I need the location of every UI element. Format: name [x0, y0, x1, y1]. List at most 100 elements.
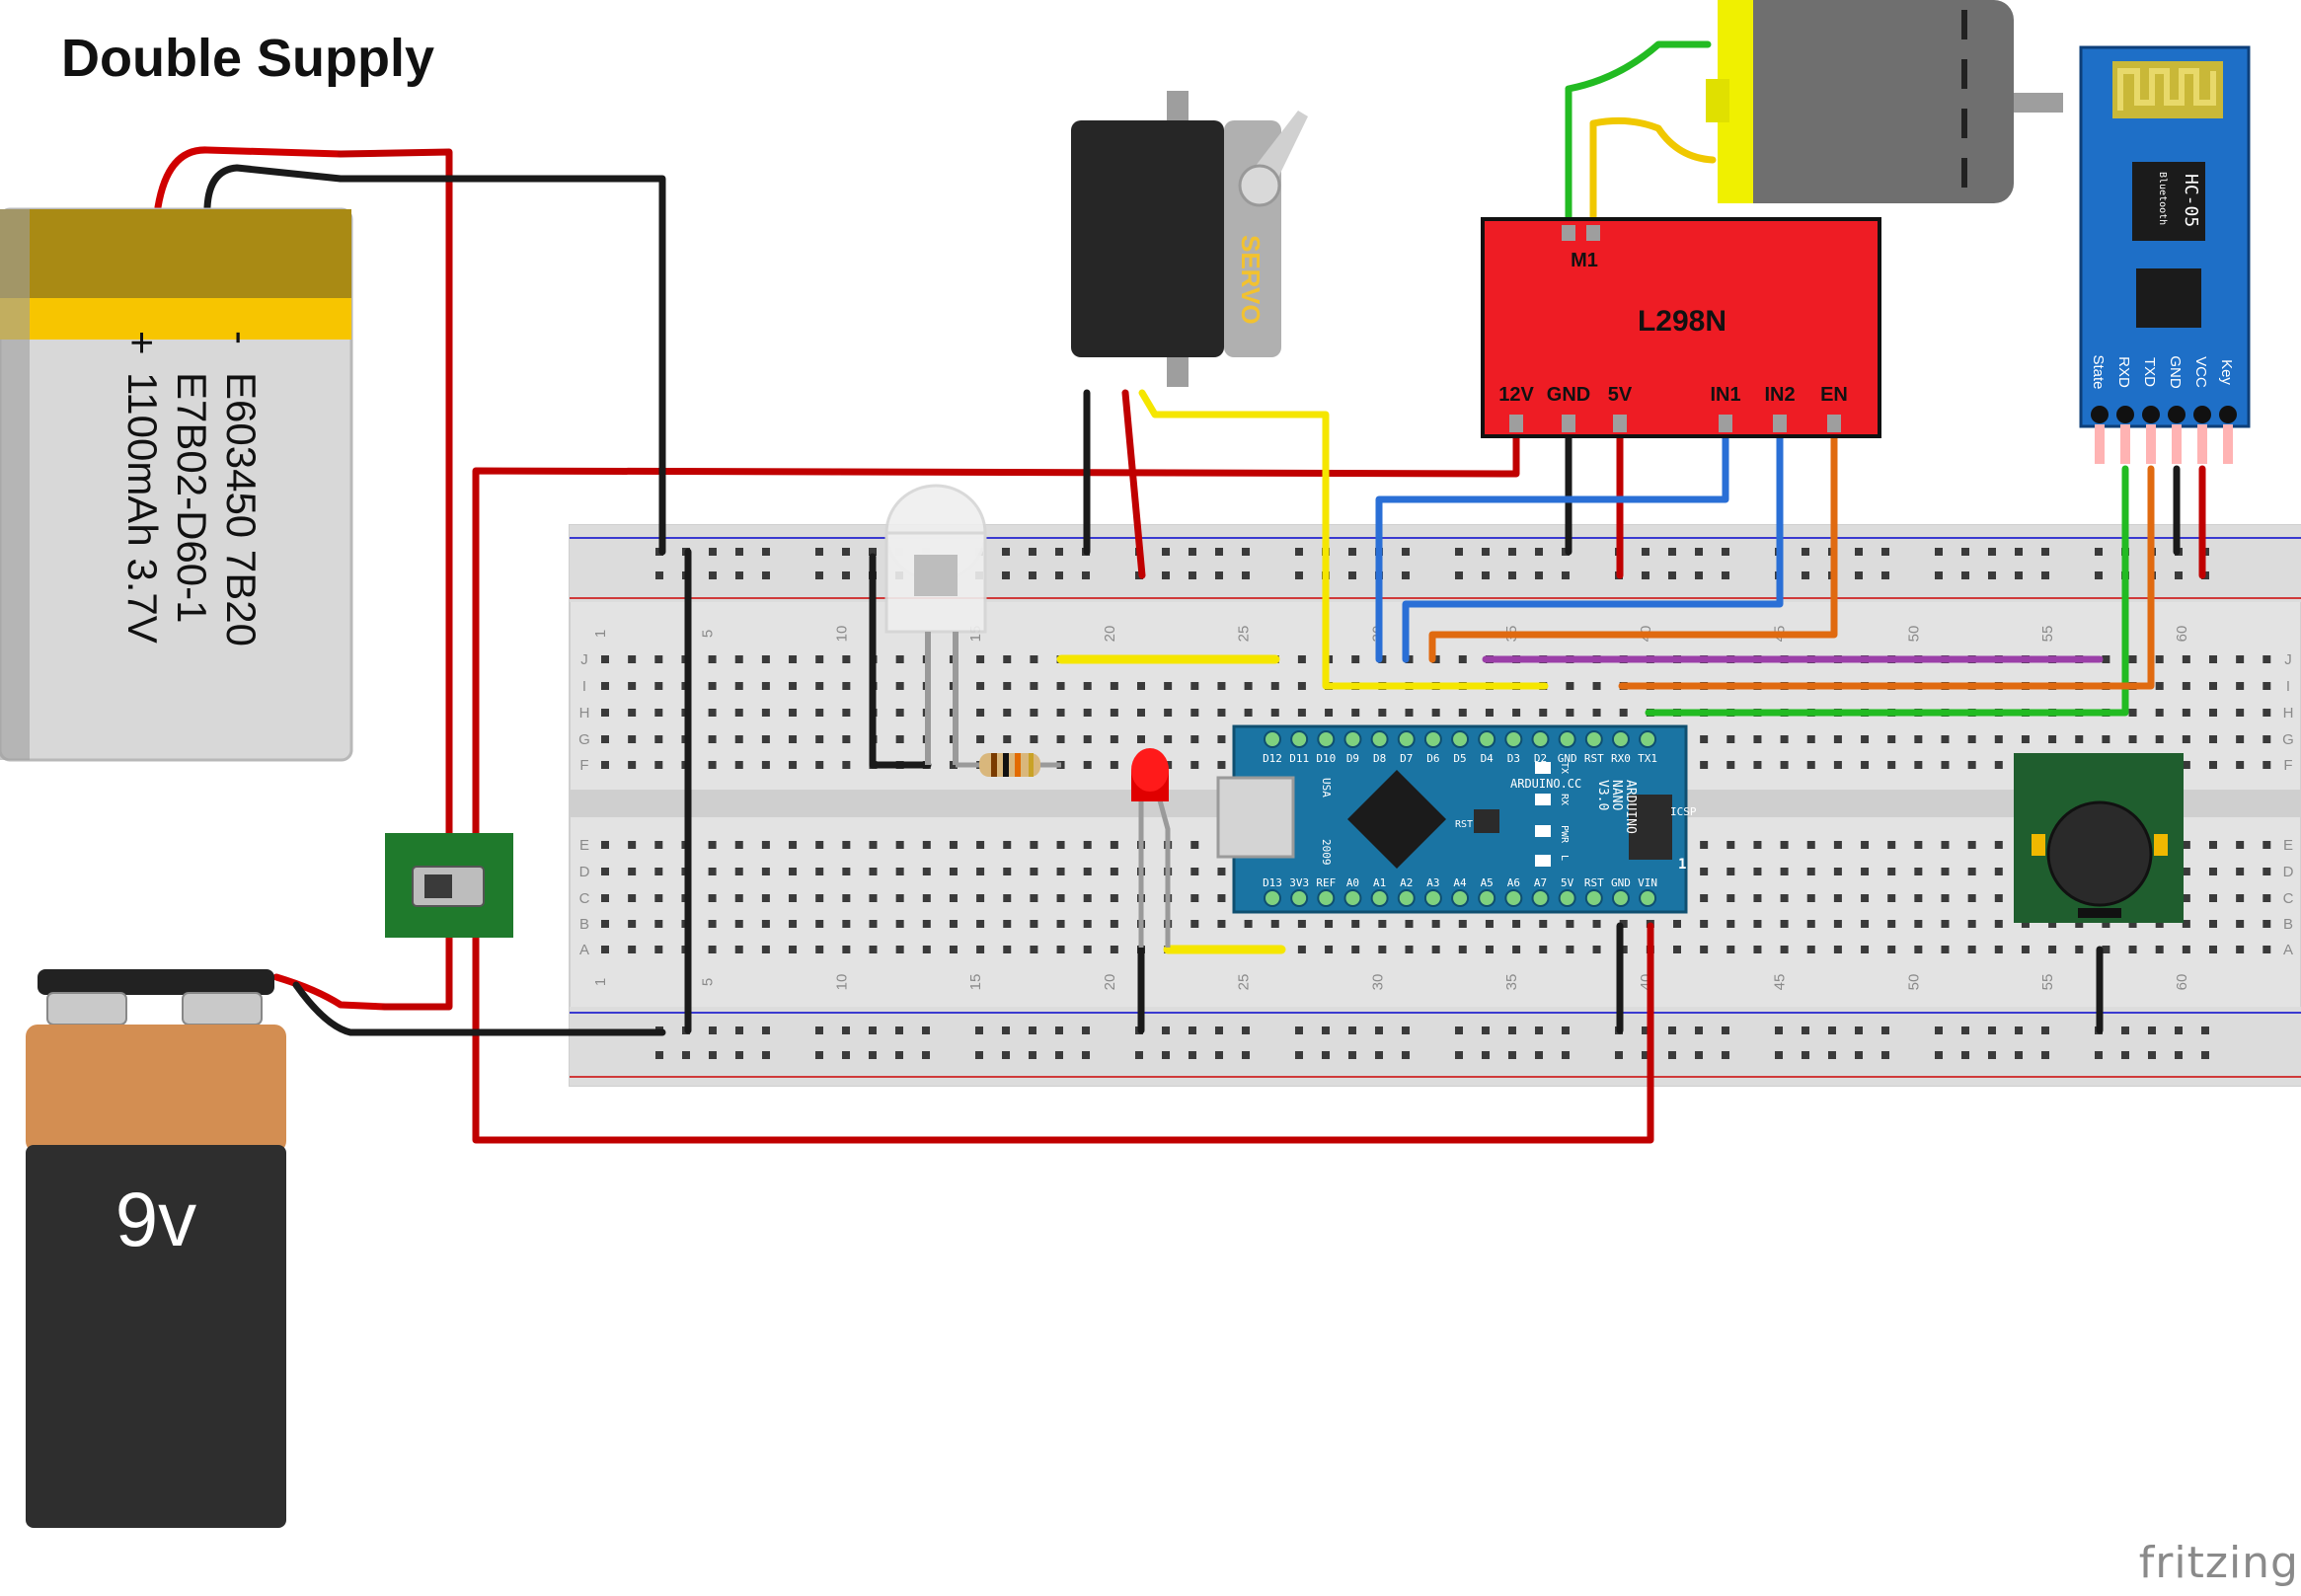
arduino-usb-port[interactable]	[1216, 776, 1295, 859]
breadboard-hole	[1270, 709, 1279, 717]
row-letter: I	[582, 678, 586, 695]
breadboard-hole	[976, 920, 985, 928]
arduino-top-pin-label: TX1	[1638, 752, 1657, 765]
breadboard-hole	[2128, 735, 2137, 743]
switch-knob[interactable]	[424, 874, 452, 898]
breadboard-rail-hole	[2121, 1026, 2129, 1034]
breadboard-rail-hole	[1988, 1051, 1996, 1059]
breadboard-hole	[2128, 655, 2137, 663]
breadboard-hole	[1458, 709, 1467, 717]
hc05-pin-lead	[2197, 424, 2207, 464]
arduino-bottom-pin	[1397, 889, 1416, 907]
breadboard-hole	[1700, 894, 1709, 902]
row-letter: D	[579, 864, 590, 880]
breadboard-hole	[869, 894, 878, 902]
breadboard-rail-hole	[1642, 1051, 1649, 1059]
breadboard-rail-hole	[842, 548, 850, 556]
arduino-bottom-pin-label: REF	[1316, 876, 1336, 889]
breadboard-hole	[1030, 655, 1038, 663]
hc05-pin	[2168, 406, 2186, 423]
breadboard-hole	[1967, 946, 1976, 953]
breadboard-hole	[1833, 841, 1842, 849]
breadboard-hole	[1887, 735, 1896, 743]
breadboard-hole	[761, 920, 770, 928]
breadboard-hole	[1137, 735, 1145, 743]
breadboard-rail-hole	[1535, 1051, 1543, 1059]
l298n-pin-label: 12V	[1498, 384, 1534, 406]
breadboard-hole	[601, 761, 609, 769]
arduino-reset-button[interactable]	[1474, 809, 1499, 833]
breadboard-hole	[976, 841, 985, 849]
breadboard-rail-hole	[1961, 1051, 1969, 1059]
breadboard-hole	[1726, 761, 1735, 769]
breadboard-hole	[734, 841, 743, 849]
breadboard-hole	[922, 920, 931, 928]
breadboard-hole	[1431, 655, 1440, 663]
arduino-brand: ARDUINO.CC	[1510, 777, 1581, 791]
breadboard-hole	[1726, 735, 1735, 743]
breadboard-hole	[628, 920, 637, 928]
l298n-name: L298N	[1638, 305, 1726, 338]
lipo-cap	[0, 209, 351, 298]
arduino-top-pin-label: D5	[1453, 752, 1466, 765]
arduino-bottom-pin	[1478, 889, 1496, 907]
lipo-line1: E603450 7B20	[218, 372, 265, 646]
breadboard-hole	[815, 841, 824, 849]
breadboard-hole	[1030, 946, 1038, 953]
breadboard-hole	[1887, 761, 1896, 769]
breadboard-hole	[1244, 682, 1253, 690]
breadboard-hole	[1110, 868, 1118, 875]
breadboard-rail-hole	[1482, 1051, 1490, 1059]
breadboard-rail-hole	[975, 1026, 983, 1034]
row-letter: F	[2283, 757, 2292, 774]
breadboard-rail-hole	[1242, 571, 1250, 579]
resistor-band	[1015, 753, 1021, 777]
arduino-model-line: NANO	[1609, 780, 1624, 810]
breadboard-rail-hole	[1455, 548, 1463, 556]
breadboard-rail-hole	[1455, 1051, 1463, 1059]
arduino-top-pin-label: D2	[1534, 752, 1547, 765]
column-number: 50	[1905, 626, 1922, 643]
breadboard-hole	[895, 735, 904, 743]
breadboard-hole	[1566, 709, 1574, 717]
breadboard-hole	[1190, 920, 1199, 928]
arduino-top-pin-label: D4	[1481, 752, 1495, 765]
arduino-top-pin	[1397, 730, 1416, 748]
breadboard-hole	[761, 682, 770, 690]
breadboard-hole	[1217, 920, 1226, 928]
breadboard-hole	[1700, 761, 1709, 769]
breadboard-rail-hole	[1802, 1026, 1809, 1034]
breadboard-hole	[1887, 894, 1896, 902]
diagram-title: Double Supply	[61, 29, 434, 88]
motor-green-lead	[1565, 40, 1712, 226]
arduino-top-pin	[1370, 730, 1389, 748]
breadboard-hole	[1003, 735, 1012, 743]
breadboard-hole	[2155, 655, 2164, 663]
breadboard-rail-hole	[1508, 1026, 1516, 1034]
breadboard-hole	[628, 655, 637, 663]
breadboard-hole	[842, 946, 851, 953]
arduino-bottom-pin	[1264, 889, 1281, 907]
arduino-bottom-pin	[1290, 889, 1309, 907]
breadboard-hole	[2263, 868, 2271, 875]
arduino-top-pin-label: D10	[1316, 752, 1336, 765]
breadboard-hole	[2209, 735, 2217, 743]
row-letter: B	[2283, 916, 2293, 933]
breadboard-rail-hole	[922, 1026, 930, 1034]
breadboard-rail-hole	[1189, 1026, 1196, 1034]
column-number: 60	[2174, 626, 2190, 643]
breadboard-hole	[2021, 735, 2030, 743]
breadboard-hole	[1700, 841, 1709, 849]
arduino-top-pin	[1639, 730, 1657, 748]
red-led-dome	[1131, 748, 1169, 792]
breadboard-rail-hole	[1695, 571, 1703, 579]
breadboard-hole	[1780, 920, 1789, 928]
breadboard-rail-hole	[1988, 548, 1996, 556]
breadboard-rail-hole	[2148, 1051, 2156, 1059]
breadboard-hole	[1056, 735, 1065, 743]
white-led-body	[884, 531, 987, 634]
breadboard-hole	[922, 868, 931, 875]
breadboard-hole	[1003, 946, 1012, 953]
breadboard-hole	[1592, 682, 1601, 690]
breadboard-hole	[1780, 868, 1789, 875]
